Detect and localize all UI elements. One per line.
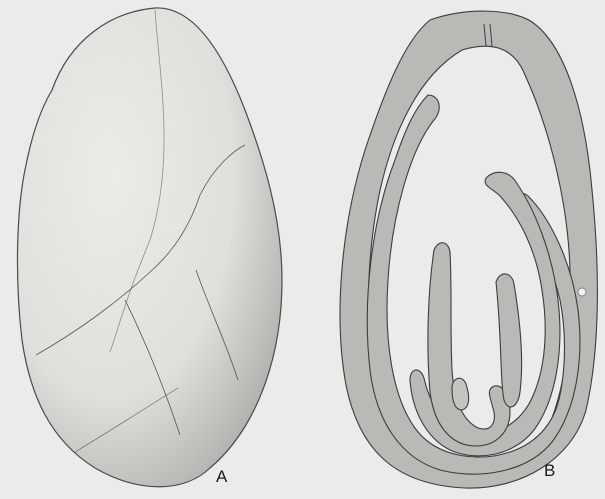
seed-section-drawing [340,11,597,488]
seed-outline [17,8,282,487]
embryo-left-arm [428,243,510,446]
seed-exterior-drawing [17,8,282,487]
embryo-hook-tip [452,378,469,410]
figure-label-a: A [216,467,227,487]
figure-label-b: B [544,461,555,481]
